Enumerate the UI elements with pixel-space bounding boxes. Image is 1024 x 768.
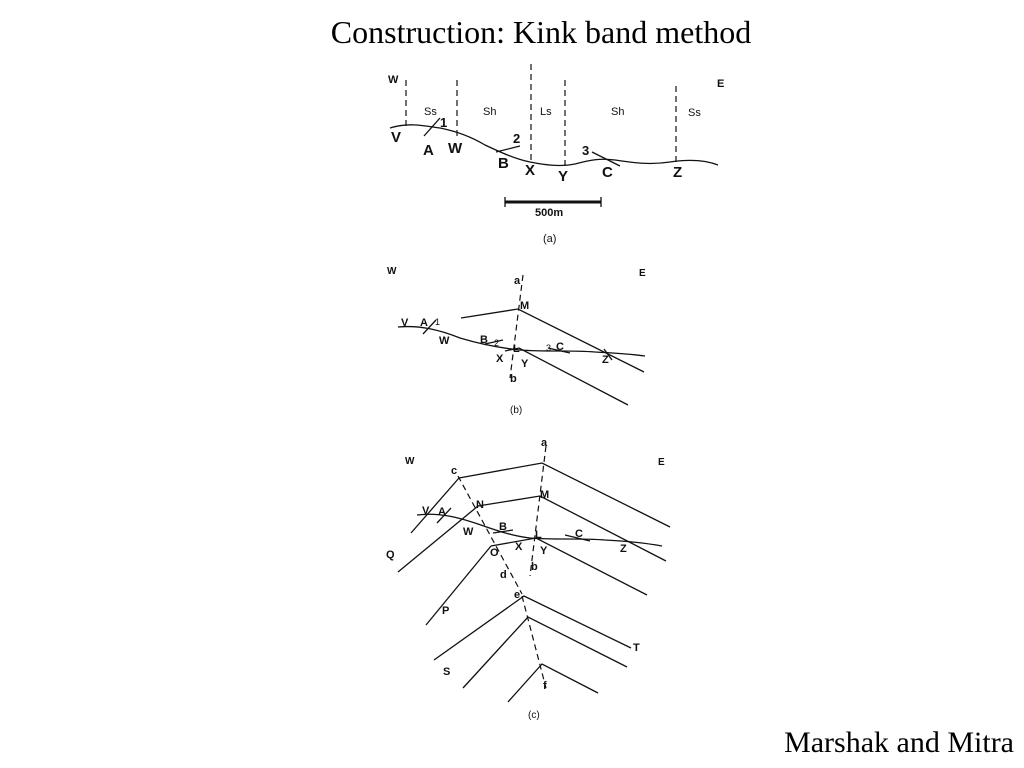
panel-a-dip-1	[423, 117, 441, 137]
a-label-v: V	[391, 129, 401, 146]
b-label-y: Y	[521, 358, 529, 370]
c-caption: (c)	[528, 710, 540, 721]
a-label-2: 2	[513, 131, 520, 146]
c-label-l: L	[535, 529, 542, 541]
c-label-d: d	[500, 569, 507, 581]
b-label-3: 3	[546, 343, 551, 353]
panel-a: W E Ss Sh Ls Sh Ss 1 2 3 V A W B X Y C Z…	[388, 64, 724, 245]
a-label-ss2: Ss	[688, 107, 701, 119]
c-axial-trace-ef	[521, 595, 547, 689]
panel-b-bed-upper	[460, 308, 645, 373]
panel-a-dip-3	[591, 151, 621, 167]
b-label-z: Z	[602, 354, 609, 366]
c-label-e2: e	[514, 589, 520, 601]
c-limb-o	[425, 545, 492, 626]
c-label-o: O	[490, 547, 499, 559]
b-caption: (b)	[510, 405, 522, 416]
a-label-w2: W	[448, 140, 463, 157]
a-label-y: Y	[558, 168, 568, 185]
b-dip-1	[422, 319, 437, 335]
panel-b: W E a M V A 1 W B 2 L 3 C X Y Z b (b)	[387, 266, 646, 416]
b-label-x: X	[496, 353, 504, 365]
c-bed-mid	[462, 616, 628, 689]
b-label-a: a	[514, 275, 521, 287]
panel-b-bed-lower	[504, 347, 629, 406]
a-label-ls: Ls	[540, 106, 552, 118]
c-dip-1	[436, 507, 452, 524]
a-label-a: A	[423, 142, 434, 159]
c-label-w: W	[405, 456, 415, 467]
a-label-b: B	[498, 155, 509, 172]
a-label-sh2: Sh	[611, 106, 624, 118]
panel-b-topography	[397, 325, 646, 357]
b-label-c: C	[556, 341, 564, 353]
a-label-z: Z	[673, 164, 682, 181]
b-label-l: L	[513, 343, 520, 355]
c-label-t: T	[633, 642, 640, 654]
b-dip-3	[547, 347, 571, 354]
c-label-bb: B	[499, 521, 507, 533]
c-axial-trace-cd	[457, 475, 523, 595]
b-label-v: V	[401, 317, 409, 329]
a-label-x: X	[525, 162, 535, 179]
c-label-q: Q	[386, 549, 395, 561]
b-label-m: M	[520, 300, 529, 312]
c-label-n: N	[476, 499, 484, 511]
b-label-bb: B	[480, 334, 488, 346]
a-label-c: C	[602, 164, 613, 181]
c-label-b: b	[531, 561, 538, 573]
b-label-b: b	[510, 373, 517, 385]
c-label-a: a	[541, 437, 548, 449]
c-label-z: Z	[620, 543, 627, 555]
a-label-ss1: Ss	[424, 106, 437, 118]
c-label-f: f	[543, 680, 547, 692]
c-limb-c	[410, 477, 460, 534]
a-scale-label: 500m	[535, 207, 563, 219]
c-label-m: M	[540, 489, 549, 501]
b-label-1: 1	[435, 317, 440, 327]
b-dip-4	[603, 348, 613, 361]
c-label-e: E	[658, 457, 665, 468]
c-label-v: V	[422, 505, 430, 517]
a-label-sh1: Sh	[483, 106, 496, 118]
c-label-cc: C	[575, 528, 583, 540]
slide-credit: Marshak and Mitra	[784, 726, 1014, 759]
c-limb-n	[397, 505, 479, 573]
c-label-s: S	[443, 666, 450, 678]
b-label-w: W	[387, 266, 397, 277]
panel-c: W E a c M N V A W B L C O X Y Z Q d b e …	[386, 437, 671, 721]
c-axial-trace-ab	[529, 445, 547, 577]
b-label-e: E	[639, 268, 646, 279]
a-label-1: 1	[440, 115, 447, 130]
c-label-p: P	[442, 605, 449, 617]
c-bed-c-a	[458, 462, 671, 528]
a-label-e: E	[717, 78, 724, 90]
c-bed-o-l	[490, 537, 648, 596]
a-label-3: 3	[582, 143, 589, 158]
panel-b-axial-trace	[509, 274, 524, 379]
b-label-w2: W	[439, 335, 450, 347]
panel-c-topography	[416, 513, 663, 547]
c-dip-2	[492, 529, 514, 534]
c-label-y: Y	[540, 545, 548, 557]
c-label-w2: W	[463, 526, 474, 538]
slide-title: Construction: Kink band method	[330, 14, 752, 50]
panel-a-dip-2	[495, 145, 521, 153]
a-caption: (a)	[543, 233, 556, 245]
c-dip-3	[564, 534, 591, 542]
b-dip-2	[484, 339, 504, 345]
b-label-2: 2	[494, 338, 499, 348]
c-bed-f	[507, 663, 599, 703]
c-label-aa: A	[438, 506, 446, 518]
c-label-c: c	[451, 465, 457, 477]
c-label-x: X	[515, 541, 523, 553]
panel-a-topography	[389, 124, 719, 167]
b-label-aa: A	[420, 317, 428, 329]
c-bed-e	[433, 595, 632, 661]
a-label-w: W	[388, 74, 399, 86]
